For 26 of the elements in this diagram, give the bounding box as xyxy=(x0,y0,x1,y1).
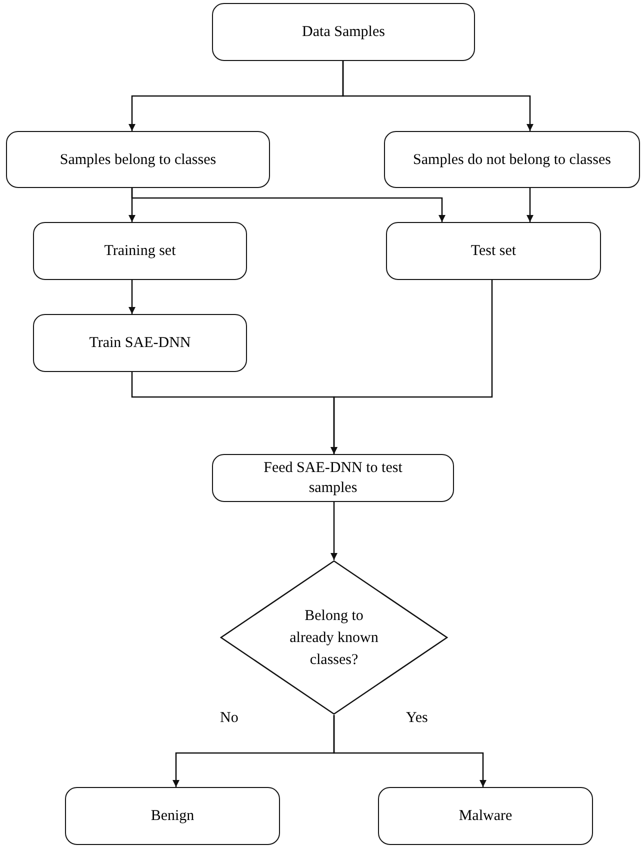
process-box xyxy=(33,314,247,372)
box-text: Train SAE-DNN xyxy=(89,334,191,353)
process-box xyxy=(378,787,593,845)
box-text: Samples belong to classes xyxy=(60,150,216,170)
box-text: Feed SAE-DNN to test samples xyxy=(262,459,404,498)
box-text: Data Samples xyxy=(302,23,385,42)
process-box xyxy=(212,3,475,61)
process-box xyxy=(65,787,280,845)
box-text: Test set xyxy=(470,242,516,261)
arrow xyxy=(333,715,486,787)
arrow xyxy=(526,188,534,222)
arrow xyxy=(128,280,136,314)
box-text: Benign xyxy=(150,807,194,826)
process-box xyxy=(33,222,247,280)
process-box xyxy=(6,131,270,188)
arrow xyxy=(330,502,338,560)
process-box xyxy=(384,131,640,188)
process-box xyxy=(212,454,454,502)
arrow xyxy=(330,280,493,454)
box-text: Malware xyxy=(458,807,512,826)
box-text: Training set xyxy=(104,242,176,261)
arrow xyxy=(342,61,534,131)
decision-text: Belong to already known classes? xyxy=(288,606,380,670)
box-text: Samples do not belong to classes xyxy=(413,150,611,170)
arrow xyxy=(131,188,446,222)
process-box xyxy=(386,222,601,280)
